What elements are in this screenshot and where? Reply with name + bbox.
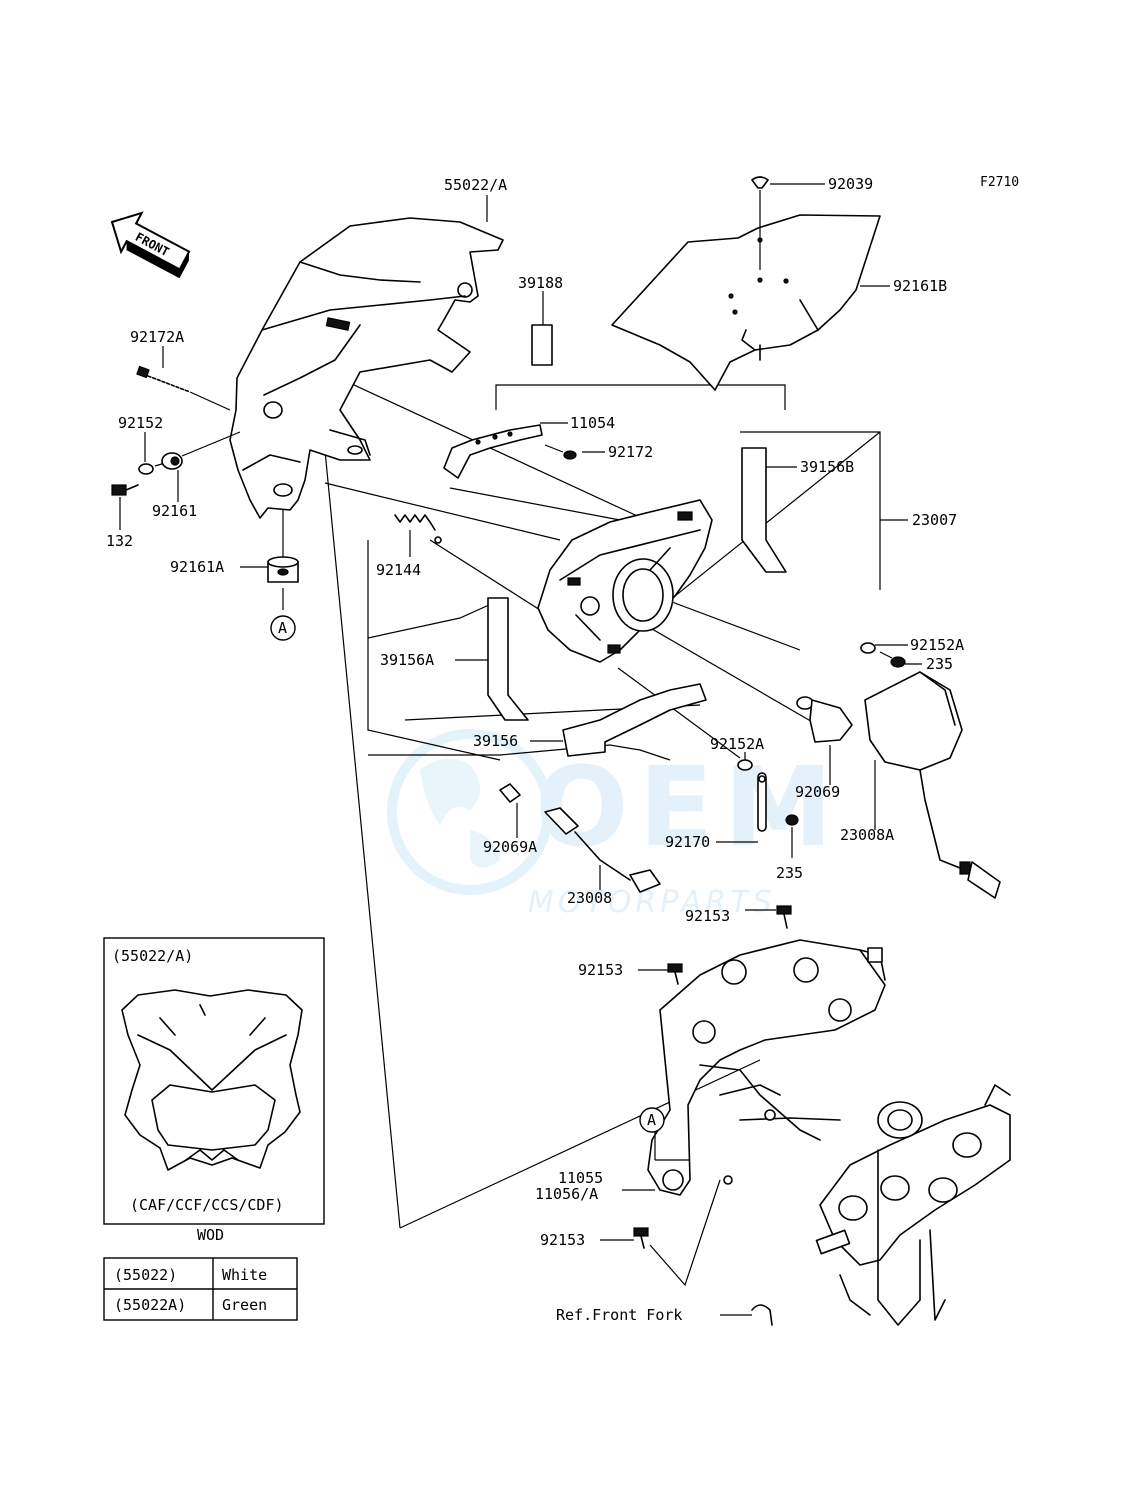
label-92152: 92152 (118, 414, 163, 432)
headlight-cover (229, 217, 504, 519)
inset-caption: WOD (197, 1226, 224, 1244)
watermark: OEM MOTORPARTS (387, 729, 843, 920)
label-92161: 92161 (152, 502, 197, 520)
washer-92152a-upper (860, 642, 876, 654)
inset-title: (55022/A) (112, 947, 193, 965)
label-39156b: 39156B (800, 458, 854, 476)
bolt-92153-lower (633, 1227, 649, 1249)
label-92039: 92039 (828, 175, 873, 193)
label-39188: 39188 (518, 274, 563, 292)
grommet-92161a (267, 510, 299, 610)
watermark-brand: OEM (535, 743, 843, 871)
label-39156a: 39156A (380, 651, 434, 669)
strap-92170 (757, 772, 767, 832)
label-92153-1: 92153 (685, 907, 730, 925)
label-92144: 92144 (376, 561, 421, 579)
label-92069a: 92069A (483, 838, 537, 856)
leader-lines (119, 183, 922, 1316)
label-92069: 92069 (795, 783, 840, 801)
callout-a-circle-1: A (270, 615, 296, 641)
screw-92172 (544, 444, 577, 460)
headlight-housing (537, 499, 713, 663)
grommet-92161 (161, 431, 241, 470)
label-92172a: 92172A (130, 328, 184, 346)
bracket-39156a (487, 597, 529, 721)
color-table-color-1: White (222, 1266, 267, 1284)
label-11054: 11054 (570, 414, 615, 432)
bracket-39156 (562, 683, 707, 757)
socket-cover-23008a (864, 671, 1001, 899)
bolt-92153-mid (667, 963, 683, 985)
rivet-92039 (751, 176, 769, 270)
label-92172: 92172 (608, 443, 653, 461)
callout-a-1: A (278, 619, 287, 637)
color-table: (55022) White (55022A) Green (103, 1257, 298, 1321)
label-92152a-2: 92152A (710, 735, 764, 753)
bracket-39156b (741, 447, 787, 573)
label-235-1: 235 (926, 655, 953, 673)
washer-92152a-lower (737, 759, 753, 771)
inset-models: (CAF/CCF/CCS/CDF) (130, 1196, 284, 1214)
bulb-92069 (796, 696, 853, 785)
front-arrow-icon: FRONT (110, 211, 191, 279)
color-table-part-1: (55022) (114, 1266, 177, 1284)
color-table-color-2: Green (222, 1296, 267, 1314)
watermark-globe-icon (387, 729, 553, 895)
side-panel (611, 214, 881, 391)
bracket-11054 (443, 424, 543, 479)
label-11056a: 11056/A (535, 1185, 598, 1203)
label-23008a: 23008A (840, 826, 894, 844)
bulb-92069a (499, 783, 521, 838)
label-92152a-1: 92152A (910, 636, 964, 654)
stay-11055 (647, 939, 886, 1196)
front-fork (751, 1084, 1011, 1326)
bolt-132 (111, 484, 139, 496)
harness-23008 (544, 807, 661, 893)
label-92153-2: 92153 (578, 961, 623, 979)
label-92161b: 92161B (893, 277, 947, 295)
watermark-sub: MOTORPARTS (528, 885, 776, 920)
label-92161a: 92161A (170, 558, 224, 576)
label-92170: 92170 (665, 833, 710, 851)
decal-39188 (531, 324, 553, 366)
bolt-235-lower (785, 814, 799, 858)
bolt-92172a (136, 365, 231, 411)
figure-code: F2710 (980, 175, 1019, 190)
part-labels: 55022/A 92039 92161B 39188 92172A 11054 … (106, 175, 964, 1324)
label-23008: 23008 (567, 889, 612, 907)
label-23007: 23007 (912, 511, 957, 529)
washer-92152 (138, 462, 166, 475)
label-ref-front-fork: Ref.Front Fork (556, 1306, 682, 1324)
spring-92144 (394, 514, 442, 544)
callout-a-circle-2: A (639, 1107, 665, 1133)
callout-a-2: A (647, 1111, 656, 1129)
bolt-235-upper (879, 651, 906, 668)
label-235-2: 235 (776, 864, 803, 882)
label-39156: 39156 (473, 732, 518, 750)
label-11055: 11055 (558, 1169, 603, 1187)
label-55022a: 55022/A (444, 176, 507, 194)
label-132: 132 (106, 532, 133, 550)
color-table-part-2: (55022A) (114, 1296, 186, 1314)
bolt-92153-upper (745, 905, 792, 929)
assembly-lines (299, 359, 881, 1229)
label-92153-3: 92153 (540, 1231, 585, 1249)
inset-panel: (55022/A) (CAF/CCF/CCS/CDF) (103, 937, 325, 1225)
